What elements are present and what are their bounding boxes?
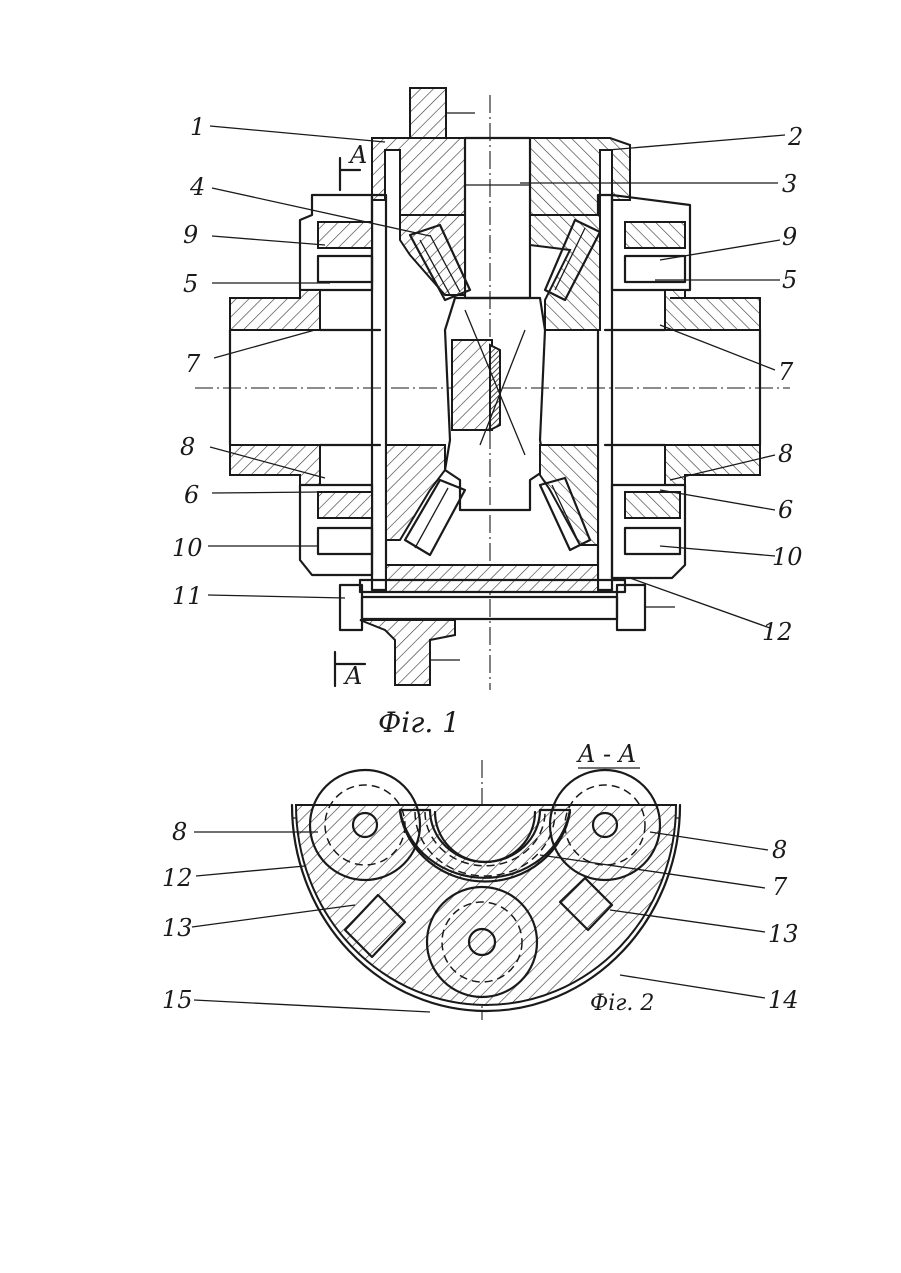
label-12-fig2: 12 (162, 864, 193, 892)
bolt-head-left (340, 585, 362, 630)
section-mark-bottom-label: A (343, 662, 362, 690)
label-13-fig2-left: 13 (162, 914, 193, 942)
lower-gear-left (386, 445, 445, 540)
label-12-right: 12 (762, 618, 793, 646)
section-mark-top-label: A (348, 141, 367, 169)
label-1: 1 (190, 113, 205, 141)
label-7-fig2: 7 (772, 873, 788, 901)
carrier-insert (452, 340, 492, 430)
label-6-left: 6 (184, 481, 199, 509)
label-7-right: 7 (778, 358, 794, 386)
bottom-plate (386, 565, 598, 592)
label-8-left: 8 (180, 433, 195, 461)
lower-gear-right (540, 445, 598, 545)
label-3: 3 (782, 170, 797, 198)
label-2: 2 (787, 123, 803, 151)
figure-1-caption: Фiг. 1 (378, 706, 460, 739)
right-output-flange (665, 290, 760, 330)
central-bore (465, 138, 530, 298)
left-output-flange (230, 290, 320, 330)
label-14: 14 (768, 986, 799, 1014)
bottom-lug (360, 620, 455, 685)
label-11: 11 (172, 582, 203, 610)
label-8-fig2-left: 8 (172, 818, 187, 846)
figure-1-drawing: A A 1 4 9 5 7 8 6 10 11 2 3 9 (172, 88, 803, 739)
label-8-right: 8 (778, 440, 793, 468)
top-lug (410, 88, 446, 140)
label-5-left: 5 (183, 270, 198, 298)
label-10-right: 10 (772, 543, 803, 571)
figure-2-caption: Фiг. 2 (590, 991, 654, 1016)
label-8-fig2-right: 8 (772, 836, 787, 864)
label-7-left: 7 (185, 350, 201, 378)
housing-wall-left (372, 195, 386, 590)
label-10-left: 10 (172, 534, 203, 562)
label-9-left: 9 (183, 221, 198, 249)
section-title: A - A (576, 740, 636, 768)
figure-2-drawing: A - A (162, 740, 799, 1020)
label-9-right: 9 (782, 223, 797, 251)
label-4: 4 (189, 173, 205, 201)
label-13-fig2-right: 13 (768, 920, 799, 948)
label-6-right: 6 (778, 496, 793, 524)
label-15: 15 (162, 986, 193, 1014)
upper-gear-right (530, 215, 600, 330)
label-5-right: 5 (782, 266, 797, 294)
